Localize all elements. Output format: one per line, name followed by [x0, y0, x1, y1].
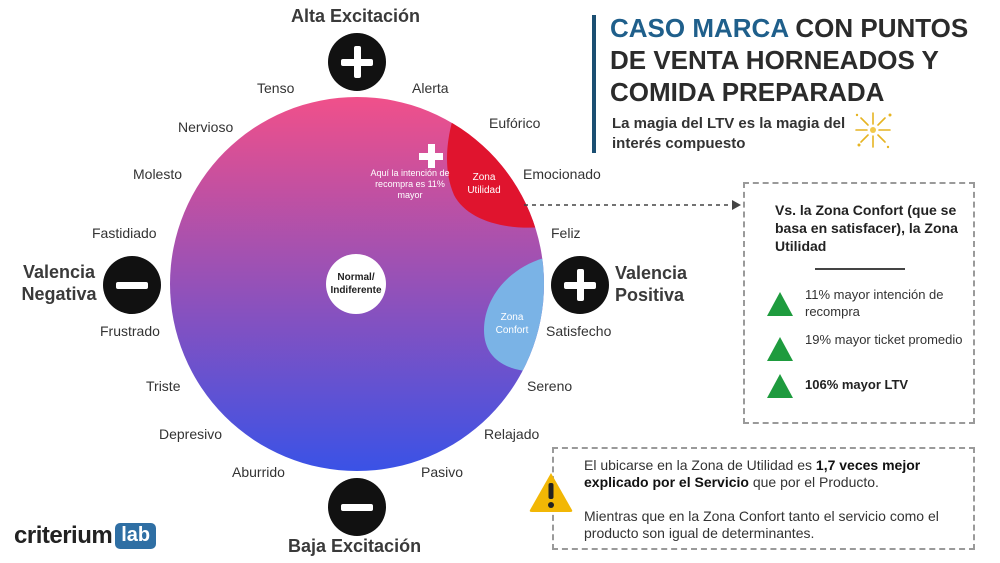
- connector-arrowhead: [732, 200, 741, 210]
- title-accent: CASO MARCA: [610, 13, 789, 43]
- center-normal-indiferente: Normal/ Indiferente: [326, 254, 386, 314]
- emotion-sereno: Sereno: [527, 378, 573, 394]
- stats-box: Vs. la Zona Confort (que se basa en sati…: [743, 182, 975, 424]
- minus-icon: [103, 256, 161, 314]
- sparkle-icon: [855, 112, 892, 149]
- emotion-fastidiado: Fastidiado: [92, 225, 157, 241]
- emotion-triste: Triste: [146, 378, 181, 394]
- page-subtitle: La magia del LTV es la magia del interés…: [612, 115, 846, 152]
- criterium-lab-logo: criterium lab: [14, 521, 157, 551]
- stat-text: 19% mayor ticket promedio: [805, 332, 963, 347]
- emotion-satisfecho: Satisfecho: [546, 323, 612, 339]
- triangle-up-icon: [767, 292, 793, 316]
- warning-p1-bold: 1,7 veces mejor explicado por el Servici…: [584, 457, 921, 490]
- emotion-emocionado: Emocionado: [523, 166, 601, 182]
- minus-icon: [328, 478, 386, 536]
- emotion-depresivo: Depresivo: [159, 426, 223, 442]
- emotion-aburrido: Aburrido: [232, 464, 285, 480]
- emotion-feliz: Feliz: [551, 225, 581, 241]
- stats-heading: Vs. la Zona Confort (que se basa en sati…: [775, 202, 958, 254]
- stat-row: 106% mayor LTV: [767, 374, 967, 416]
- warning-icon: [529, 473, 573, 512]
- warning-p1-text: El ubicarse en la Zona de Utilidad es: [584, 457, 816, 473]
- emotion-alerta: Alerta: [412, 80, 449, 96]
- stat-row: 11% mayor intención de recompra: [767, 286, 967, 326]
- page-title: CASO MARCA CON PUNTOS DE VENTA HORNEADOS…: [610, 12, 995, 108]
- emotion-relajado: Relajado: [484, 426, 540, 442]
- axis-right-label: Valencia Positiva: [615, 263, 688, 305]
- zona-plus-icon: [419, 144, 443, 168]
- logo-tag: lab: [115, 523, 157, 549]
- zona-utilidad-shape: [447, 97, 544, 228]
- axis-bottom-label: Baja Excitación: [288, 536, 422, 556]
- zona-utilidad-label: Zona Utilidad: [467, 172, 501, 196]
- triangle-up-icon: [767, 374, 793, 398]
- warning-p1-end: que por el Producto.: [748, 474, 879, 490]
- stat-row: 19% mayor ticket promedio: [767, 331, 967, 371]
- axis-top-label: Alta Excitación: [291, 6, 421, 26]
- emotion-tenso: Tenso: [257, 80, 295, 96]
- emotion-pasivo: Pasivo: [421, 464, 464, 480]
- emotion-euforico: Eufórico: [489, 115, 541, 131]
- stat-text: 106% mayor LTV: [805, 377, 909, 392]
- axis-left-label: Valencia Negativa: [21, 262, 97, 304]
- title-accent-bar: [592, 15, 596, 153]
- logo-word: criterium: [14, 522, 113, 549]
- center-label: Normal/ Indiferente: [330, 272, 382, 296]
- warning-paragraph-1: El ubicarse en la Zona de Utilidad es 1,…: [584, 457, 966, 491]
- title-rest: CON PUNTOS DE VENTA HORNEADOS Y COMIDA P…: [610, 13, 969, 107]
- zona-confort-label: Zona Confort: [495, 312, 529, 336]
- emotion-nervioso: Nervioso: [178, 119, 234, 135]
- emotion-molesto: Molesto: [133, 166, 183, 182]
- zona-utilidad-note: Aquí la intención de recompra es 11% may…: [370, 168, 450, 200]
- stats-divider: [815, 268, 905, 270]
- warning-box: El ubicarse en la Zona de Utilidad es 1,…: [529, 447, 975, 550]
- emotion-frustrado: Frustrado: [100, 323, 160, 339]
- plus-icon: [551, 256, 609, 314]
- plus-icon: [328, 33, 386, 91]
- triangle-up-icon: [767, 337, 793, 361]
- stat-text: 11% mayor intención de recompra: [805, 287, 944, 319]
- warning-paragraph-2: Mientras que en la Zona Confort tanto el…: [584, 508, 939, 541]
